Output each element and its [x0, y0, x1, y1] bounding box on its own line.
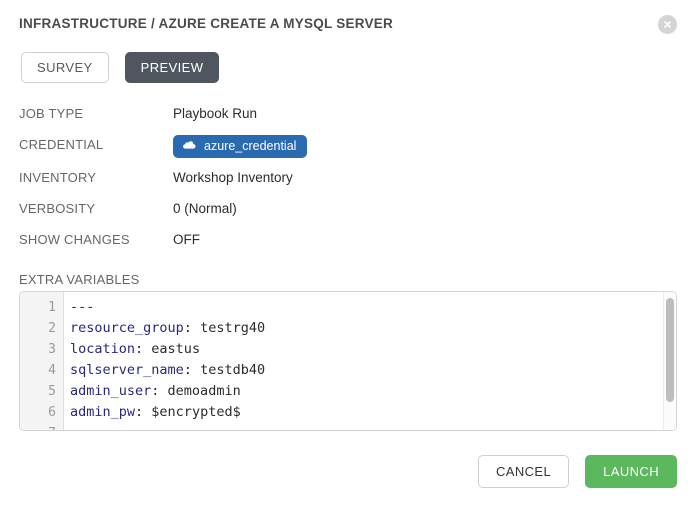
extra-variables-editor[interactable]: 1234567 ---resource_group: testrg40locat… [19, 291, 677, 431]
dialog-header: INFRASTRUCTURE / AZURE CREATE A MYSQL SE… [19, 14, 679, 38]
show-changes-value: OFF [173, 229, 200, 250]
editor-code-line: --- [70, 297, 676, 318]
field-row-verbosity: VERBOSITY 0 (Normal) [19, 198, 679, 219]
yaml-key: resource_group [70, 320, 184, 336]
job-summary-fields: JOB TYPE Playbook Run CREDENTIAL azure_c… [19, 103, 679, 250]
yaml-value: testdb40 [192, 362, 265, 378]
editor-line-number: 3 [20, 339, 63, 360]
credential-badge-label: azure_credential [204, 139, 296, 153]
field-row-show-changes: SHOW CHANGES OFF [19, 229, 679, 250]
job-type-value: Playbook Run [173, 103, 257, 124]
editor-code-line: resource_group: testrg40 [70, 318, 676, 339]
yaml-colon: : [184, 320, 192, 336]
verbosity-value: 0 (Normal) [173, 198, 237, 219]
yaml-key: sqlserver_name [70, 362, 184, 378]
yaml-value: eastus [143, 341, 200, 357]
yaml-key: location [70, 341, 135, 357]
editor-line-number: 1 [20, 297, 63, 318]
inventory-label: INVENTORY [19, 167, 173, 188]
extra-variables-label: EXTRA VARIABLES [19, 272, 140, 288]
editor-code-area[interactable]: ---resource_group: testrg40location: eas… [64, 292, 676, 430]
editor-code-line: admin_user: demoadmin [70, 381, 676, 402]
tab-preview[interactable]: PREVIEW [125, 52, 220, 83]
field-row-job-type: JOB TYPE Playbook Run [19, 103, 679, 124]
yaml-key: admin_pw [70, 404, 135, 420]
editor-line-number: 7 [20, 423, 63, 431]
editor-line-number: 6 [20, 402, 63, 423]
field-row-inventory: INVENTORY Workshop Inventory [19, 167, 679, 188]
dialog-tabs: SURVEY PREVIEW [21, 52, 219, 83]
launch-button[interactable]: LAUNCH [585, 455, 677, 488]
verbosity-label: VERBOSITY [19, 198, 173, 219]
yaml-key: admin_user [70, 383, 151, 399]
dialog-footer: CANCEL LAUNCH [478, 455, 677, 488]
credential-label: CREDENTIAL [19, 134, 173, 155]
yaml-value: demoadmin [159, 383, 240, 399]
editor-line-number: 4 [20, 360, 63, 381]
credential-badge[interactable]: azure_credential [173, 135, 307, 158]
page-title: INFRASTRUCTURE / AZURE CREATE A MYSQL SE… [19, 14, 679, 34]
editor-line-number: 2 [20, 318, 63, 339]
cloud-icon [182, 139, 196, 153]
yaml-document-marker: --- [70, 299, 94, 315]
show-changes-label: SHOW CHANGES [19, 229, 173, 250]
yaml-colon: : [135, 341, 143, 357]
editor-line-number: 5 [20, 381, 63, 402]
cancel-button[interactable]: CANCEL [478, 455, 569, 488]
yaml-value: testrg40 [192, 320, 265, 336]
yaml-colon: : [184, 362, 192, 378]
editor-scrollbar[interactable] [663, 292, 676, 430]
editor-code-line: sqlserver_name: testdb40 [70, 360, 676, 381]
editor-gutter: 1234567 [20, 292, 64, 430]
editor-scrollbar-thumb[interactable] [666, 298, 674, 402]
inventory-value: Workshop Inventory [173, 167, 293, 188]
editor-code-line: admin_pw: $encrypted$ [70, 402, 676, 423]
tab-survey[interactable]: SURVEY [21, 52, 109, 83]
editor-code-line [70, 423, 676, 430]
job-type-label: JOB TYPE [19, 103, 173, 124]
yaml-value: $encrypted$ [143, 404, 241, 420]
editor-code-line: location: eastus [70, 339, 676, 360]
close-icon[interactable] [658, 15, 677, 34]
field-row-credential: CREDENTIAL azure_credential [19, 134, 679, 157]
yaml-colon: : [135, 404, 143, 420]
